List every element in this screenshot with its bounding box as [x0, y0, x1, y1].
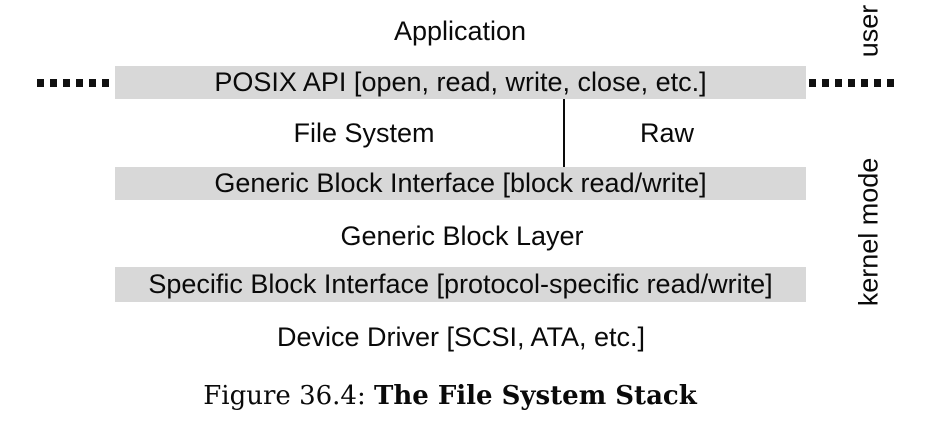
posix-api-bar: POSIX API [open, read, write, close, etc…	[115, 66, 806, 99]
specific-block-interface-bar: Specific Block Interface [protocol-speci…	[115, 267, 806, 302]
figure-caption-number: Figure 36.4:	[203, 381, 366, 411]
application-label: Application	[393, 16, 527, 46]
figure-caption-title: The File System Stack	[373, 381, 697, 411]
kernel-mode-label: kernel mode	[853, 157, 884, 307]
generic-block-layer-label: Generic Block Layer	[340, 221, 584, 251]
raw-label: Raw	[639, 118, 695, 148]
generic-block-interface-bar-label: Generic Block Interface [block read/writ…	[214, 168, 707, 198]
device-driver-label: Device Driver [SCSI, ATA, etc.]	[276, 322, 646, 352]
file-system-label: File System	[293, 118, 435, 148]
user-kernel-boundary-dash-left	[37, 79, 114, 87]
raw-path-connector-line	[563, 99, 565, 167]
generic-block-interface-bar: Generic Block Interface [block read/writ…	[115, 167, 806, 200]
user-kernel-boundary-dash-right	[809, 79, 899, 87]
figure-caption: Figure 36.4: The File System Stack	[203, 380, 697, 412]
posix-api-bar-label: POSIX API [open, read, write, close, etc…	[214, 67, 707, 97]
specific-block-interface-bar-label: Specific Block Interface [protocol-speci…	[148, 269, 773, 299]
user-mode-label: user	[853, 4, 884, 58]
